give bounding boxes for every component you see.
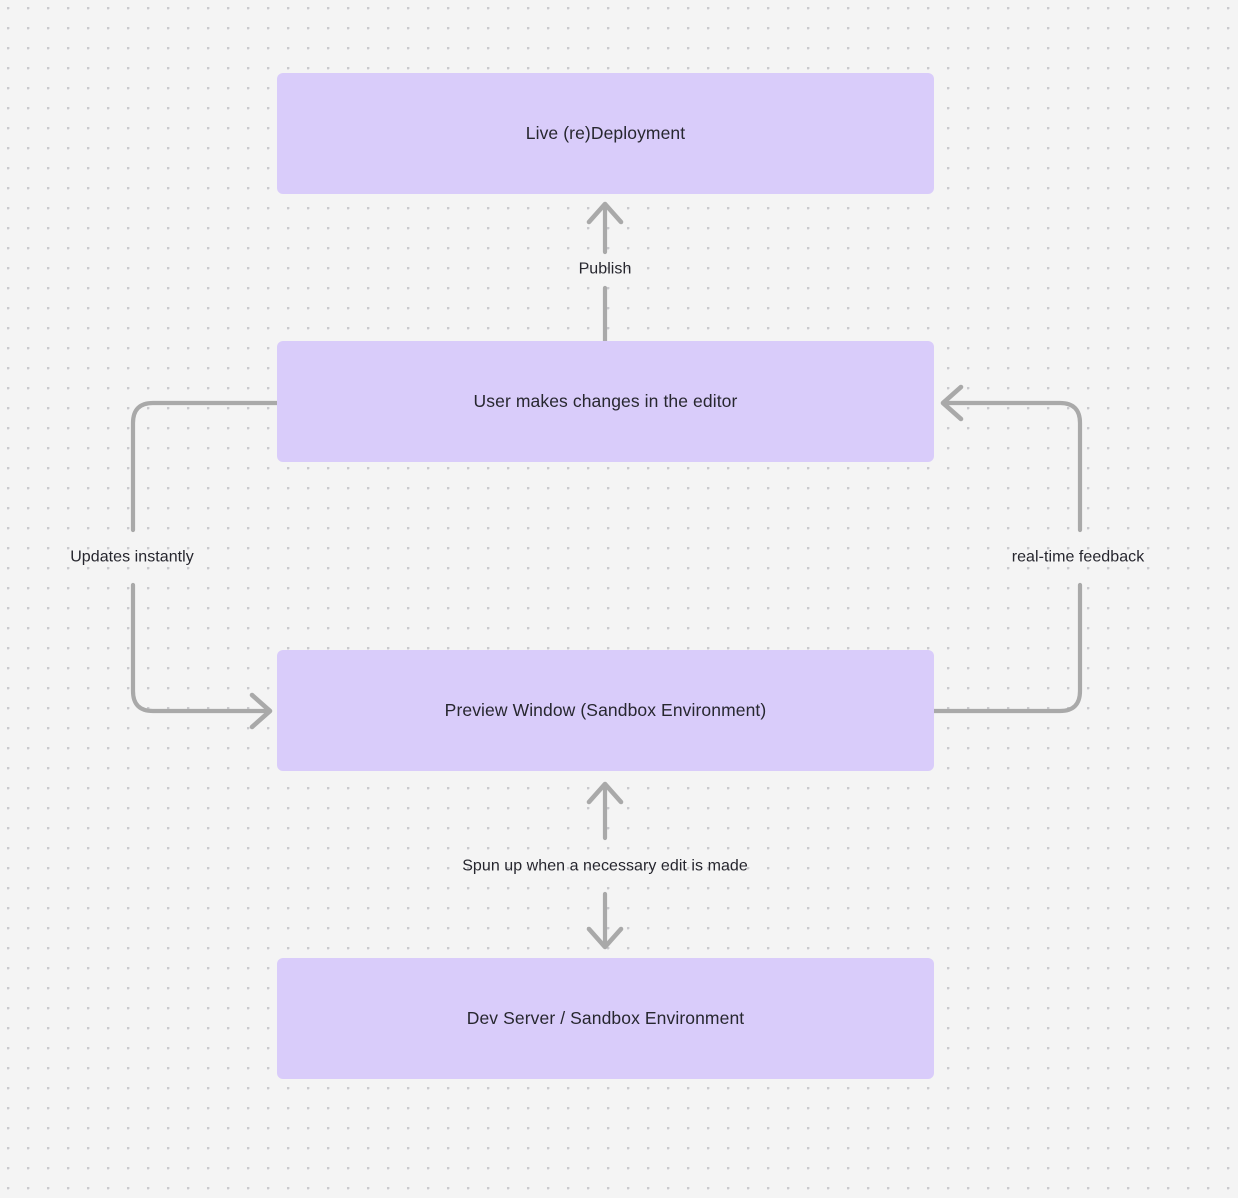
edge-label-real-time-feedback: real-time feedback <box>1011 548 1145 566</box>
edge-label-publish: Publish <box>578 260 632 278</box>
edge-label-spun-up: Spun up when a necessary edit is made <box>462 857 748 875</box>
node-dev-server[interactable]: Dev Server / Sandbox Environment <box>277 958 934 1079</box>
node-user-makes-changes[interactable]: User makes changes in the editor <box>277 341 934 462</box>
node-dev-server-label: Dev Server / Sandbox Environment <box>466 1008 745 1029</box>
node-preview-window[interactable]: Preview Window (Sandbox Environment) <box>277 650 934 771</box>
edge-label-updates-instantly: Updates instantly <box>70 548 194 566</box>
node-live-redeployment[interactable]: Live (re)Deployment <box>277 73 934 194</box>
node-user-makes-changes-label: User makes changes in the editor <box>473 391 738 412</box>
node-live-redeployment-label: Live (re)Deployment <box>525 123 686 144</box>
node-preview-window-label: Preview Window (Sandbox Environment) <box>444 700 767 721</box>
